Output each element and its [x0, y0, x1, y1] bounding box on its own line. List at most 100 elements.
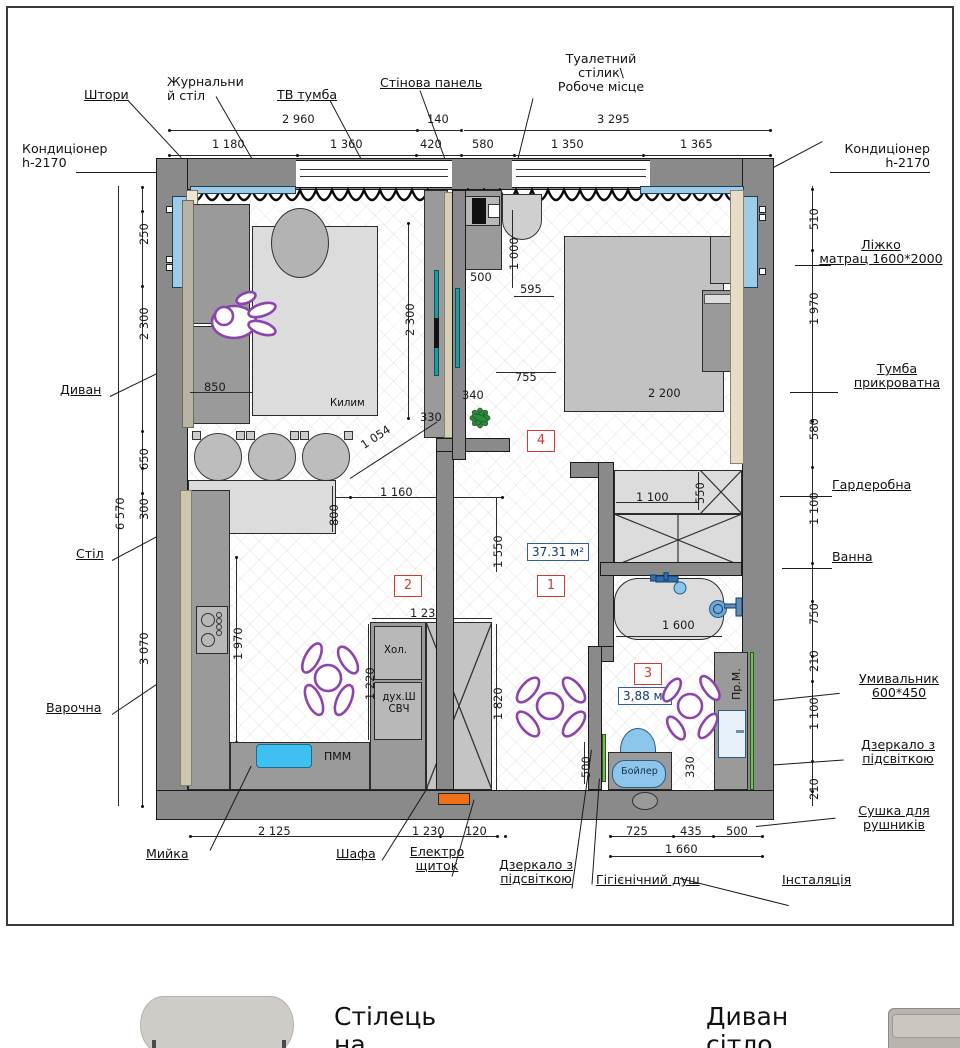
dim-340: 340 — [462, 388, 484, 402]
wall-wc-left — [588, 646, 602, 790]
floor-drain — [632, 792, 658, 810]
dim-1000: 1 000 — [507, 237, 521, 270]
window-mullion-right — [516, 169, 646, 177]
dimline-top-inner-6 — [644, 155, 770, 156]
dim-1100-closet: 1 100 — [636, 490, 669, 504]
dimline-2125 — [190, 836, 440, 837]
callout-coffee-table: Журнальни й стіл — [167, 74, 244, 104]
room-tag-2: 2 — [394, 575, 422, 597]
dim-1100-b: 1 100 — [807, 697, 821, 730]
mirror-light-right — [750, 652, 754, 790]
window-handle-4 — [759, 206, 766, 213]
dim-120: 120 — [465, 824, 487, 838]
fridge-label: Хол. — [384, 645, 407, 656]
dimline-725 — [610, 836, 672, 837]
chair-marker-6 — [344, 431, 353, 440]
leader-washbasin — [771, 692, 840, 701]
dimline-top-outer-2 — [418, 130, 462, 131]
wall-bottom — [156, 790, 774, 820]
wall-top — [156, 158, 774, 190]
washbasin-tap — [736, 730, 744, 733]
dim-1550: 1 550 — [491, 535, 505, 568]
callout-ac-right: Кондиціонер h-2170 — [844, 141, 930, 171]
dim-800: 800 — [327, 504, 341, 526]
window-handle-5 — [759, 214, 766, 221]
dim-755: 755 — [515, 370, 537, 384]
window-handle-6 — [759, 268, 766, 275]
dimline-top-inner-3 — [417, 155, 461, 156]
dimline-top-inner-5 — [515, 155, 643, 156]
dim-3295: 3 295 — [597, 112, 630, 126]
dim-1660: 1 660 — [665, 842, 698, 856]
washbasin — [718, 710, 746, 758]
dimline-500-wc — [584, 742, 585, 784]
dimline-left-inner — [142, 186, 143, 806]
window-handle-3 — [166, 264, 173, 271]
plant-icon — [469, 407, 491, 429]
dim-850: 850 — [204, 380, 226, 394]
dim-3070: 3 070 — [137, 632, 151, 665]
dimline-595 — [514, 296, 554, 297]
leader-ac-right-h — [830, 172, 930, 173]
dimline-500-bottom — [714, 836, 762, 837]
dim-1360: 1 360 — [330, 137, 363, 151]
window-band-right — [512, 160, 650, 188]
dimline-1230-kitchen — [372, 618, 492, 619]
dim-1970-kitchen: 1 970 — [231, 627, 245, 660]
page-border — [6, 6, 954, 926]
dim-1365: 1 365 — [680, 137, 713, 151]
chair-marker-2 — [236, 431, 245, 440]
catalog-sofa-back — [892, 1014, 960, 1038]
dimline-top-outer-1 — [169, 130, 417, 131]
dim-420: 420 — [420, 137, 442, 151]
dim-2200: 2 200 — [648, 386, 681, 400]
dimline-1550 — [496, 498, 497, 572]
curtain-rod-left — [190, 186, 296, 194]
window-band-left — [296, 160, 452, 188]
catalog-chair-title: Стілець на кухню Tube — [334, 1002, 437, 1048]
dimline-1220 — [368, 624, 369, 740]
callout-shtory: Штори — [84, 87, 129, 102]
boiler-text: Бойлер — [621, 766, 658, 777]
dimline-1160 — [352, 497, 502, 498]
dimline-1660 — [610, 856, 762, 857]
washing-machine-label: Пр.М. — [730, 668, 743, 700]
dim-435: 435 — [680, 824, 702, 838]
dimline-550 — [698, 472, 699, 510]
dim-140: 140 — [427, 112, 449, 126]
dim-550: 550 — [693, 482, 707, 504]
leader-bed — [795, 265, 831, 266]
catalog-sofa-title: Диван сітло — [706, 1002, 789, 1048]
person-kitchen — [292, 638, 370, 718]
callout-wall-panel: Стінова панель — [380, 75, 483, 90]
dim-1180: 1 180 — [212, 137, 245, 151]
dim-595: 595 — [520, 282, 542, 296]
area-total: 37.31 м² — [527, 543, 590, 561]
dining-chair-3 — [302, 433, 350, 481]
wall-hall-top-stub — [436, 438, 510, 452]
dim-1230-kitchen: 1 230 — [410, 606, 443, 620]
chair-marker-1 — [192, 431, 201, 440]
closet-cross-1 — [700, 470, 742, 514]
callout-installation: Інсталяція — [782, 872, 852, 887]
dim-330-living: 330 — [420, 410, 442, 424]
curtain-rod-right — [640, 186, 744, 194]
hob-burner-1 — [201, 613, 215, 627]
dim-1820: 1 820 — [491, 687, 505, 720]
window-handle-1 — [166, 206, 173, 213]
dimline-top-inner-2 — [298, 155, 416, 156]
callout-mirror-bottom: Дзеркало з підсвіткою — [498, 857, 574, 887]
chair-marker-3 — [246, 431, 255, 440]
window-handle-2 — [166, 256, 173, 263]
dim-1100-right: 1 100 — [807, 492, 821, 525]
floor-plan-drawing: Штори Журнальни й стіл ТВ тумба Стінова … — [22, 51, 943, 907]
hob-knob-1 — [216, 612, 222, 618]
callout-towel-dryer: Сушка для рушників — [858, 803, 930, 833]
hob-knob-4 — [216, 630, 222, 636]
dim-2125: 2 125 — [258, 824, 291, 838]
dim-580-right: 580 — [807, 418, 821, 440]
closet-cross-2 — [614, 514, 742, 566]
chair-marker-4 — [290, 431, 299, 440]
dimline-1820 — [496, 624, 497, 790]
